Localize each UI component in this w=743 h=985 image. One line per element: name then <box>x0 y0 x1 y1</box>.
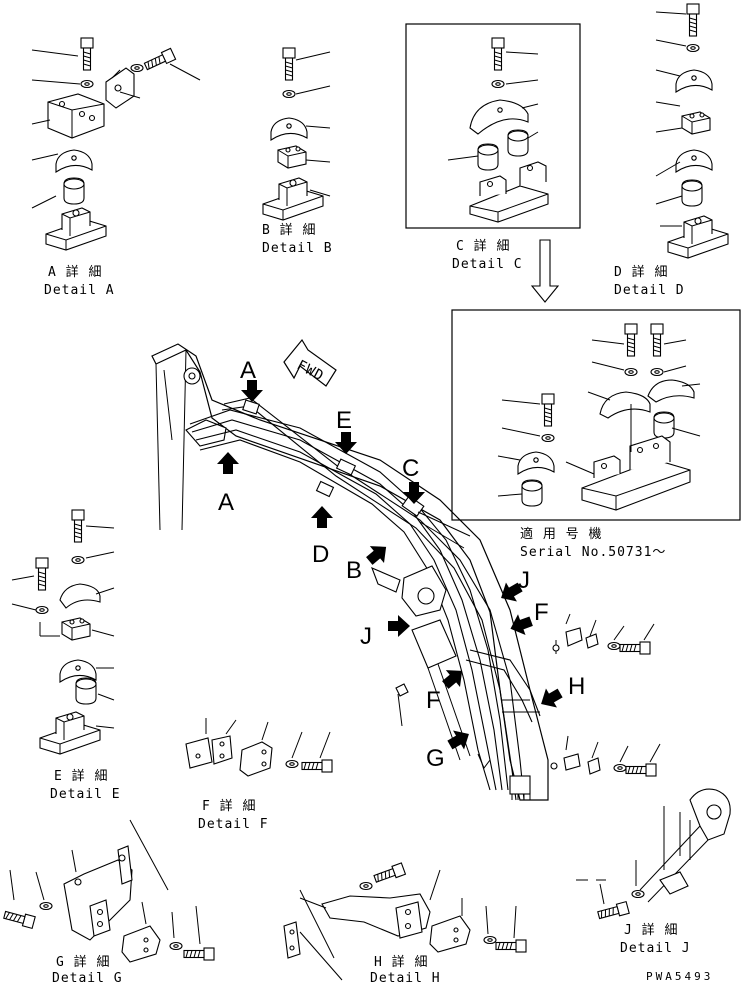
detail-a-drawing <box>31 37 201 251</box>
serial-label-jp: 適 用 号 機 <box>520 526 602 542</box>
detail-g-title-en: Detail G <box>52 971 123 985</box>
detail-h-title-en: Detail H <box>370 971 441 985</box>
detail-e-title-en: Detail E <box>50 787 121 802</box>
serial-detail-drawing <box>451 309 741 521</box>
detail-f-title-en: Detail F <box>198 817 269 832</box>
callout-a-top: A <box>240 357 256 384</box>
detail-g-title-jp: G 詳 細 <box>56 954 110 970</box>
detail-j-title-en: Detail J <box>620 941 691 956</box>
detail-j-drawing <box>576 788 731 922</box>
detail-c-title-en: Detail C <box>452 257 523 272</box>
callout-g: G <box>426 745 445 772</box>
detail-b-title-jp: B 詳 細 <box>262 222 316 238</box>
detail-a-title-jp: A 詳 細 <box>48 264 102 280</box>
detail-b-title-en: Detail B <box>262 241 333 256</box>
detail-c-drawing <box>405 23 581 229</box>
callout-d: D <box>312 541 329 568</box>
detail-d-title-en: Detail D <box>614 283 685 298</box>
forward-direction-arrow <box>283 338 337 387</box>
detail-c-pointer-arrow <box>530 239 560 303</box>
detail-f-exploded-right <box>552 613 655 655</box>
callout-f-right: F <box>534 599 549 626</box>
detail-f-title-jp: F 詳 細 <box>202 798 256 814</box>
detail-b-drawing <box>262 47 331 221</box>
detail-a-title-en: Detail A <box>44 283 115 298</box>
callout-j-left: J <box>360 623 372 650</box>
callout-c: C <box>402 455 419 482</box>
callout-f-left: F <box>426 687 441 714</box>
callout-arrows <box>217 380 566 755</box>
callout-j-right: J <box>518 567 530 594</box>
detail-h-exploded-right <box>550 735 661 777</box>
drawing-code: PWA5493 <box>646 970 713 983</box>
detail-d-drawing <box>655 3 729 259</box>
detail-e-drawing <box>11 509 115 755</box>
detail-j-title-jp: J 詳 細 <box>624 922 678 938</box>
detail-f-drawing <box>185 718 333 777</box>
detail-h-drawing <box>283 862 527 981</box>
serial-label-en: Serial No.50731〜 <box>520 545 666 560</box>
detail-d-title-jp: D 詳 細 <box>614 264 668 280</box>
detail-e-title-jp: E 詳 細 <box>54 768 108 784</box>
callout-e: E <box>336 407 352 434</box>
detail-c-title-jp: C 詳 細 <box>456 238 510 254</box>
callout-a-bottom: A <box>218 489 234 516</box>
detail-h-title-jp: H 詳 細 <box>374 954 428 970</box>
boom-assembly <box>151 343 549 801</box>
callout-h: H <box>568 673 585 700</box>
callout-b: B <box>346 557 362 584</box>
detail-g-drawing <box>2 819 215 963</box>
